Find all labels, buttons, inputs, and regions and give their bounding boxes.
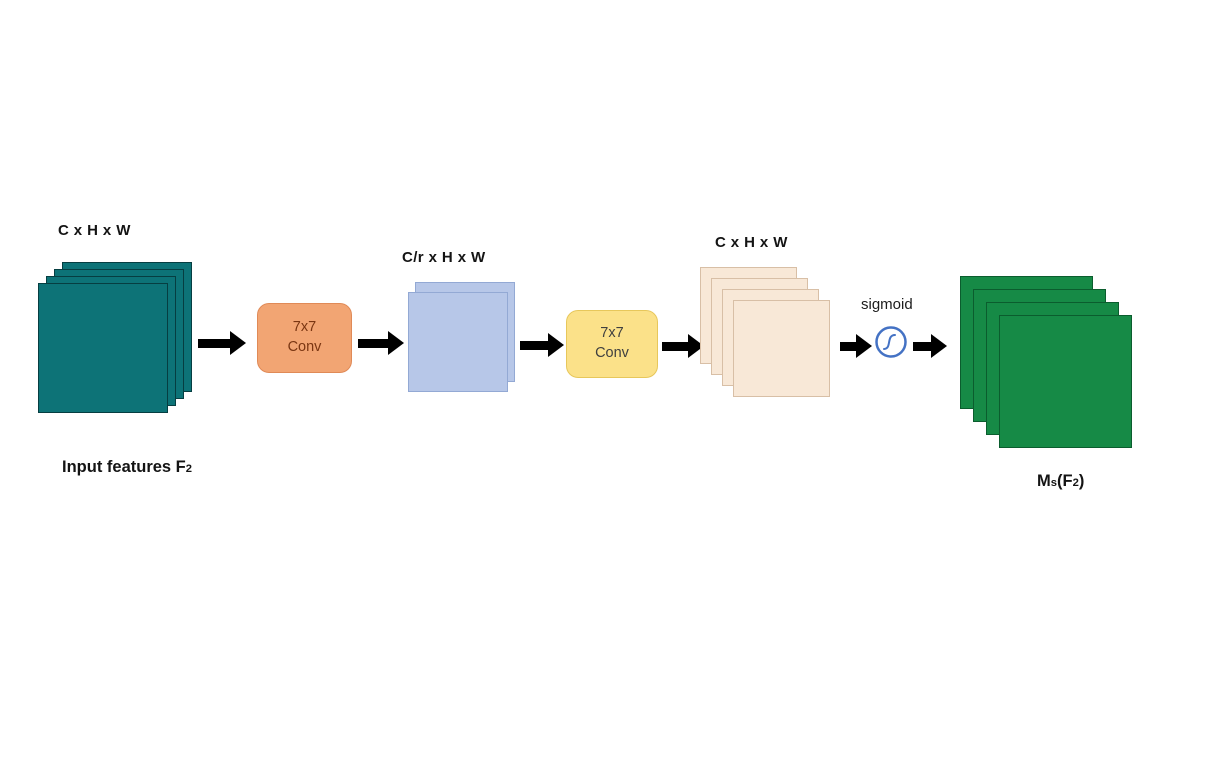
pre-sigmoid-feature-stack bbox=[700, 267, 830, 397]
input-caption: Input features F2 bbox=[62, 458, 192, 477]
output-caption-subscript-2: 2 bbox=[1072, 477, 1079, 489]
out-dims-label: C x H x W bbox=[715, 234, 788, 251]
input-dims-label: C x H x W bbox=[58, 222, 131, 239]
arrow-bar bbox=[358, 338, 388, 348]
flow-arrow-icon bbox=[520, 333, 564, 357]
conv-7x7-block-2: 7x7 Conv bbox=[566, 310, 658, 378]
input-feature-stack bbox=[38, 262, 192, 413]
flow-arrow-icon bbox=[662, 334, 704, 358]
output-feature-map bbox=[999, 315, 1132, 448]
output-caption-close: ) bbox=[1078, 472, 1085, 490]
sigmoid-icon bbox=[875, 326, 907, 358]
output-caption-paren: (F bbox=[1057, 472, 1073, 490]
flow-arrow-icon bbox=[913, 334, 947, 358]
sigmoid-icon-wrap bbox=[873, 324, 909, 360]
output-attention-map-stack bbox=[960, 276, 1132, 448]
arrow-head bbox=[230, 331, 246, 355]
input-feature-map bbox=[38, 283, 168, 413]
flow-arrow-icon bbox=[358, 331, 404, 355]
conv2-op-label: Conv bbox=[595, 345, 629, 361]
mid-feature-map bbox=[408, 292, 508, 392]
arrow-head bbox=[388, 331, 404, 355]
output-caption-m: M bbox=[1037, 472, 1051, 490]
arrow-head bbox=[548, 333, 564, 357]
arrow-bar bbox=[198, 338, 230, 348]
arrow-bar bbox=[520, 340, 548, 350]
conv1-kernel-label: 7x7 bbox=[292, 319, 317, 336]
input-caption-text: Input features F bbox=[62, 458, 186, 476]
output-caption-subscript-s: s bbox=[1050, 477, 1057, 489]
pre_sigmoid-feature-map bbox=[733, 300, 830, 397]
conv1-op-label: Conv bbox=[287, 339, 322, 355]
arrow-bar bbox=[840, 341, 856, 351]
sigmoid-label: sigmoid bbox=[861, 296, 913, 313]
arrow-bar bbox=[913, 341, 931, 351]
flow-arrow-icon bbox=[840, 334, 872, 358]
arrow-head bbox=[856, 334, 872, 358]
flow-arrow-icon bbox=[198, 331, 246, 355]
mid-dims-label: C/r x H x W bbox=[402, 249, 486, 266]
input-caption-subscript: 2 bbox=[185, 463, 193, 475]
output-caption: Ms(F2) bbox=[1037, 472, 1084, 491]
conv-7x7-block-1: 7x7 Conv bbox=[257, 303, 352, 373]
arrow-head bbox=[931, 334, 947, 358]
arrow-bar bbox=[662, 341, 688, 351]
reduced-feature-stack bbox=[408, 282, 515, 392]
conv2-kernel-label: 7x7 bbox=[600, 325, 624, 342]
